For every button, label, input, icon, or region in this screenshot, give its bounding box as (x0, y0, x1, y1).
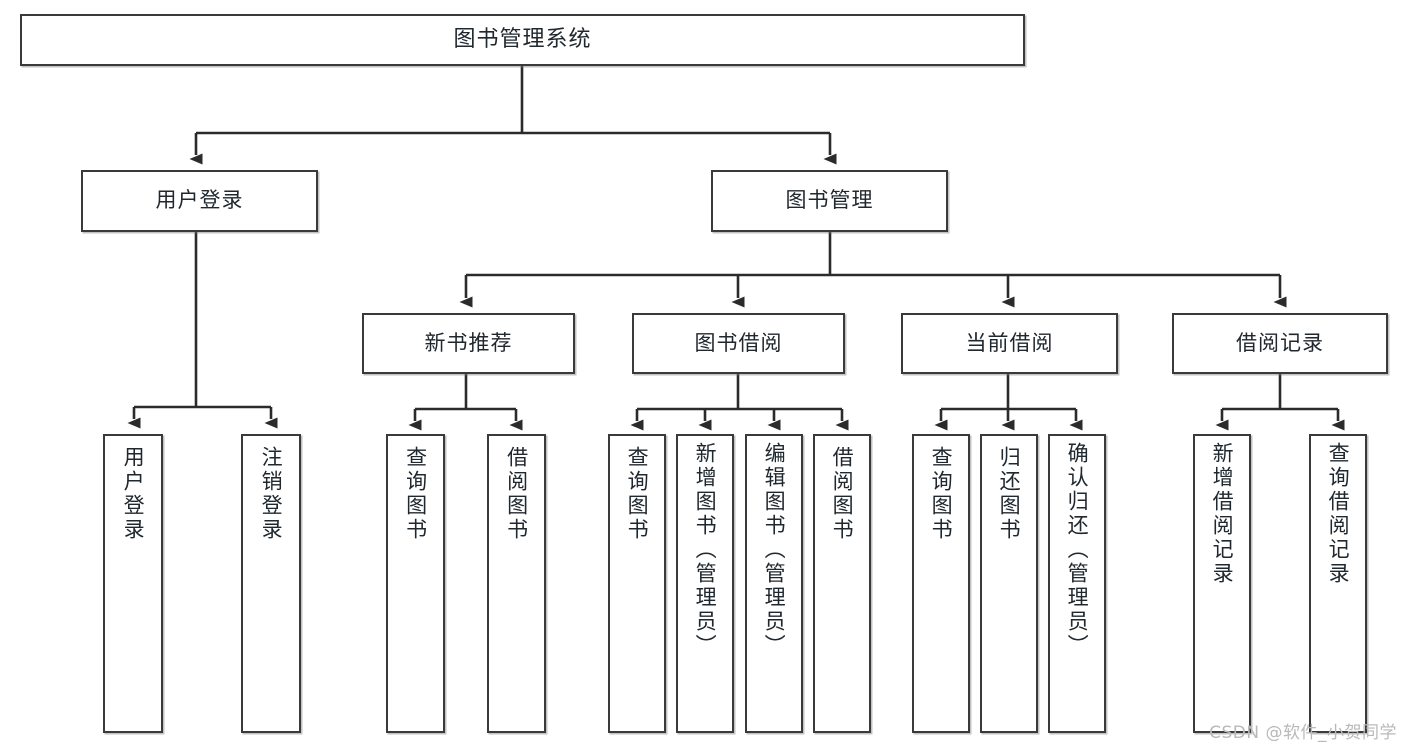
node-leaf-return-book[interactable]: 归还图书 (980, 434, 1038, 733)
node-leaf-user-login-label: 用户登录 (121, 446, 146, 542)
node-root-system-label: 图书管理系统 (453, 26, 592, 52)
node-borrow-record[interactable]: 借阅记录 (1172, 313, 1388, 374)
node-current-borrow[interactable]: 当前借阅 (901, 313, 1118, 374)
node-leaf-edit-book-label: 编辑图书（管理员） (762, 442, 787, 658)
node-leaf-borrow-book-1-label: 借阅图书 (504, 446, 529, 542)
node-leaf-add-record[interactable]: 新增借阅记录 (1193, 434, 1251, 733)
node-new-book-rec[interactable]: 新书推荐 (362, 313, 575, 374)
node-book-borrow[interactable]: 图书借阅 (632, 313, 845, 374)
node-current-borrow-label: 当前借阅 (965, 330, 1054, 355)
node-leaf-query-book-3[interactable]: 查询图书 (912, 434, 970, 733)
node-leaf-confirm-return-label: 确认归还（管理员） (1065, 442, 1090, 658)
node-leaf-borrow-book-1[interactable]: 借阅图书 (487, 434, 546, 733)
node-book-borrow-label: 图书借阅 (694, 330, 783, 355)
node-leaf-logout-login-label: 注销登录 (259, 446, 284, 542)
node-leaf-add-record-label: 新增借阅记录 (1210, 442, 1235, 586)
node-leaf-query-book-2[interactable]: 查询图书 (608, 434, 666, 733)
node-leaf-query-record-label: 查询借阅记录 (1326, 442, 1351, 586)
node-root-system[interactable]: 图书管理系统 (20, 14, 1025, 66)
node-leaf-query-book-3-label: 查询图书 (929, 446, 954, 542)
node-leaf-logout-login[interactable]: 注销登录 (241, 434, 301, 733)
node-user-login-label: 用户登录 (155, 188, 244, 213)
node-leaf-user-login[interactable]: 用户登录 (103, 434, 163, 733)
node-leaf-query-book-1[interactable]: 查询图书 (386, 434, 445, 733)
node-borrow-record-label: 借阅记录 (1236, 330, 1324, 355)
node-leaf-query-book-1-label: 查询图书 (403, 446, 428, 542)
csdn-watermark: CSDN @软件_小贺同学 (1209, 723, 1397, 743)
node-book-manage-label: 图书管理 (785, 188, 874, 213)
node-leaf-borrow-book-2[interactable]: 借阅图书 (813, 434, 871, 733)
node-leaf-return-book-label: 归还图书 (997, 446, 1022, 542)
node-new-book-rec-label: 新书推荐 (424, 330, 513, 355)
node-leaf-add-book[interactable]: 新增图书（管理员） (676, 434, 734, 733)
node-user-login[interactable]: 用户登录 (81, 170, 318, 232)
node-leaf-query-record[interactable]: 查询借阅记录 (1309, 434, 1367, 733)
node-leaf-borrow-book-2-label: 借阅图书 (830, 446, 855, 542)
node-book-manage[interactable]: 图书管理 (711, 170, 948, 232)
node-leaf-query-book-2-label: 查询图书 (625, 446, 650, 542)
node-leaf-confirm-return[interactable]: 确认归还（管理员） (1048, 434, 1106, 733)
node-leaf-edit-book[interactable]: 编辑图书（管理员） (745, 434, 803, 733)
node-leaf-add-book-label: 新增图书（管理员） (693, 442, 718, 658)
